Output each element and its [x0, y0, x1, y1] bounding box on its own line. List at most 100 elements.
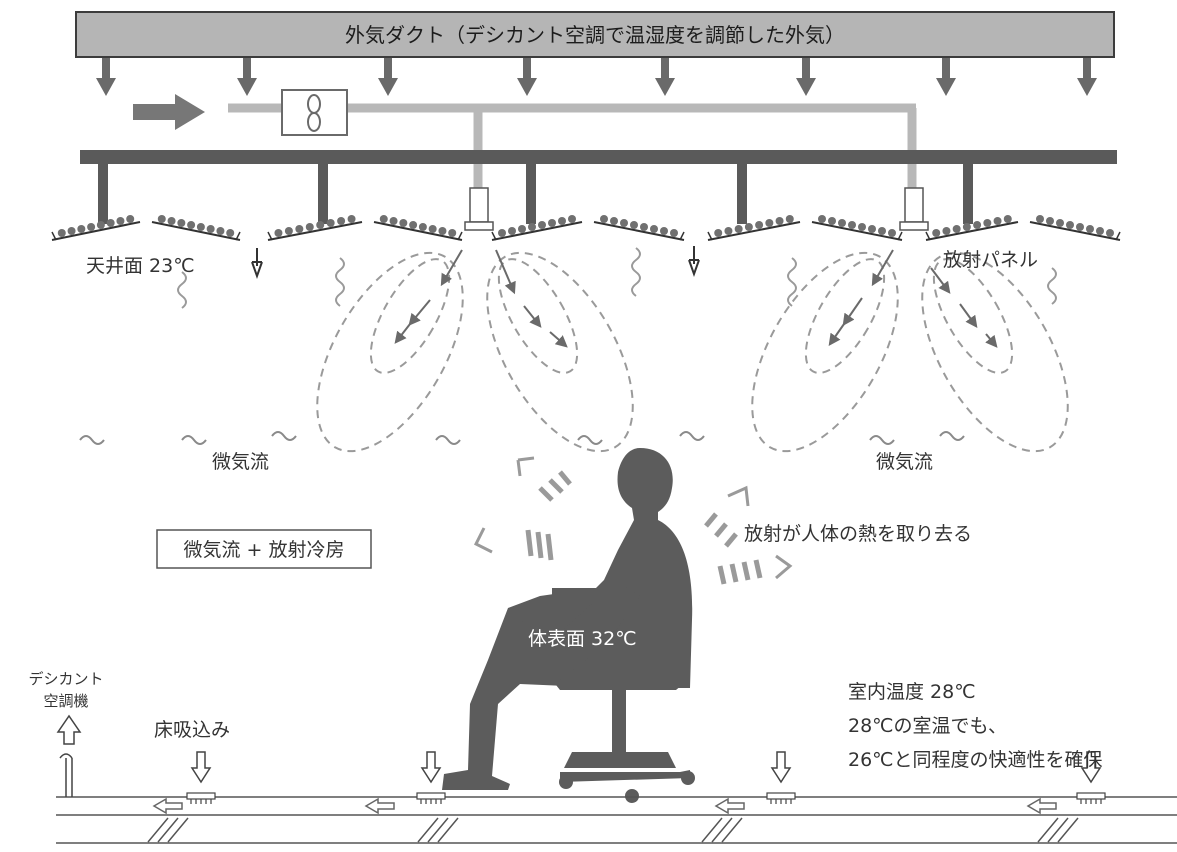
cooling-tube	[724, 227, 733, 235]
duct-down-arrow-icon	[96, 58, 116, 96]
intake-down-arrow-icon	[1080, 751, 1102, 784]
intake-down-arrow-icon	[190, 751, 212, 784]
cooling-tube	[326, 219, 335, 227]
duct-down-arrow-icon	[655, 58, 675, 96]
panel-hangers	[98, 164, 973, 224]
combo-label: 微気流 + 放射冷房	[184, 539, 345, 561]
cooling-tube	[670, 229, 678, 237]
cooling-tube	[498, 229, 506, 237]
panel-edge	[267, 231, 273, 241]
cooling-tube	[838, 219, 846, 227]
cooling-tube	[389, 217, 398, 225]
cooling-tube	[558, 217, 566, 225]
floor-grille	[766, 792, 796, 800]
duct-supply-arrows	[96, 58, 1097, 96]
cooling-tube	[226, 229, 235, 237]
cooling-tube	[106, 219, 115, 227]
cooling-tube	[438, 227, 447, 235]
panel-hanger	[318, 164, 328, 224]
comfort-line-1: 28℃の室温でも、	[848, 715, 1007, 737]
ceiling-surface-label: 天井面 23℃	[86, 255, 195, 277]
cooling-tube	[868, 225, 876, 233]
plenum-left-arrow-icon	[152, 797, 183, 815]
floor-break-marks	[147, 817, 1079, 843]
cooling-tube	[858, 223, 866, 231]
cooling-tube	[67, 227, 76, 235]
floor-grille	[1076, 792, 1106, 800]
cooling-tube	[177, 219, 186, 227]
intake-down-arrow-icon	[770, 751, 792, 784]
cooling-tube	[347, 215, 356, 223]
cooling-tube	[428, 225, 437, 233]
duct-down-arrow-icon	[517, 58, 537, 96]
panel-hanger	[98, 164, 108, 224]
cooling-tube	[167, 217, 176, 225]
panel-hanger	[963, 164, 973, 224]
cooling-tube	[126, 215, 135, 223]
panel-edge	[491, 231, 497, 241]
body-radiation-arrowheads	[473, 456, 793, 580]
micro-airflow-label-right: 微気流	[876, 451, 933, 473]
cooling-tube	[528, 223, 536, 231]
floor-intake-label: 床吸込み	[154, 719, 230, 741]
cooling-tube	[337, 217, 346, 225]
cooling-tube	[1096, 227, 1104, 235]
cooling-tube	[206, 225, 215, 233]
cooling-tube	[1076, 223, 1084, 231]
cooling-tube	[714, 229, 723, 237]
cooling-tube	[973, 221, 982, 229]
floor-plenum	[56, 796, 1177, 844]
nozzle-right	[899, 187, 929, 231]
cooling-tube	[216, 227, 225, 235]
cooling-tube	[818, 215, 826, 223]
panel-edge	[235, 231, 241, 241]
cooling-tube	[518, 225, 526, 233]
ceiling-beam	[80, 150, 1117, 164]
radiant-panel-plate	[267, 221, 363, 241]
radiation-note: 放射が人体の熱を取り去る	[744, 523, 972, 545]
duct-down-arrow-icon	[1077, 58, 1097, 96]
intake-arrow-icons	[190, 751, 1102, 784]
body-radiation-marks	[525, 470, 763, 585]
cooling-tube	[765, 219, 774, 227]
nozzle-left	[464, 187, 494, 231]
cooling-tube	[962, 223, 971, 231]
return-duct	[59, 753, 73, 797]
plenum-flow-arrow-icons	[152, 797, 1057, 815]
cooling-tube	[942, 227, 951, 235]
airflow-arrows	[394, 249, 998, 348]
radiant-panel-label: 放射パネル	[943, 249, 1038, 271]
panel-edge	[1115, 231, 1121, 241]
panel-edge	[707, 231, 713, 241]
cooling-tube	[1086, 225, 1094, 233]
cooling-tube	[600, 215, 608, 223]
cooling-tube	[1003, 215, 1012, 223]
cooling-tube	[187, 221, 196, 229]
ceiling-return-arrow-icons	[251, 246, 700, 279]
cooling-tube	[640, 223, 648, 231]
floor-grille	[416, 792, 446, 800]
cooling-tube	[952, 225, 961, 233]
radiant-panel-plate	[707, 221, 801, 241]
cooling-tube	[157, 215, 166, 223]
cooling-tube	[734, 225, 743, 233]
radiant-panel-plate	[1029, 221, 1121, 241]
radiant-panel-plate	[373, 221, 463, 241]
plenum-left-arrow-icon	[714, 797, 745, 815]
cooling-tube	[878, 227, 886, 235]
cooling-tube	[274, 229, 283, 237]
airflow-ellipses	[316, 251, 1069, 453]
cooling-tube	[399, 219, 408, 227]
cooling-tube	[755, 221, 764, 229]
radiant-panel-plate	[925, 221, 1019, 241]
cooling-tube	[409, 221, 418, 229]
cooling-tube	[660, 227, 668, 235]
desiccant-unit-label-1: デシカント	[28, 670, 103, 688]
duct-down-arrow-icon	[378, 58, 398, 96]
room-temp-label: 室内温度 28℃	[848, 681, 976, 703]
cooling-tube	[284, 227, 293, 235]
fan-icon	[307, 94, 321, 132]
cooling-tube	[96, 221, 105, 229]
plenum-left-arrow-icon	[364, 797, 395, 815]
cooling-tube	[77, 225, 86, 233]
